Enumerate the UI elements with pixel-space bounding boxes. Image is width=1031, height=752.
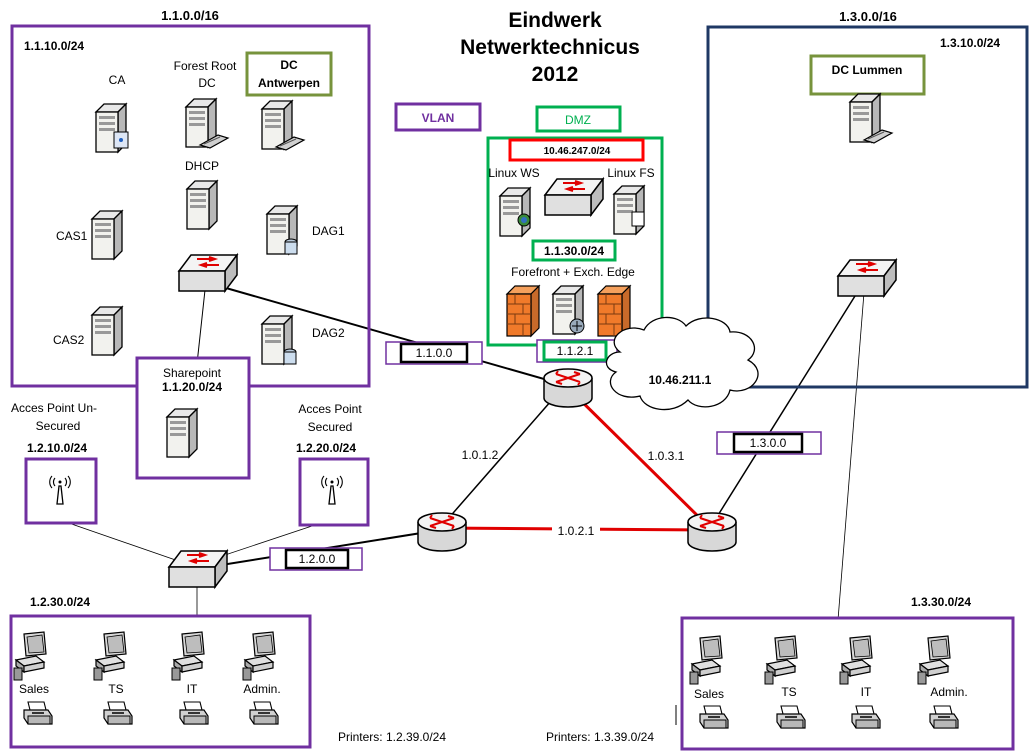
sharepoint-server-icon xyxy=(166,408,198,458)
linux-fs-label: Linux FS xyxy=(607,166,654,180)
dc-lummen-label: DC Lummen xyxy=(832,63,903,77)
vlan-tag-1-1-2-1: 1.1.2.1 xyxy=(536,339,618,363)
svg-text:1.3.0.0: 1.3.0.0 xyxy=(750,436,787,450)
legend-dmz-label: DMZ xyxy=(565,113,591,127)
client-label: TS xyxy=(781,685,796,699)
firewall-right-icon xyxy=(597,285,631,337)
forest-root-dc-label: DC xyxy=(198,76,216,90)
internet-cloud: 10.46.211.1 xyxy=(605,316,759,411)
sharepoint-label: Sharepoint xyxy=(163,366,222,380)
dmz-subnet-box xyxy=(531,239,617,262)
title-line-3: 2012 xyxy=(532,63,579,86)
client-label: IT xyxy=(187,682,198,696)
dmz-switch-icon xyxy=(544,178,604,216)
dmz-net-box xyxy=(508,138,645,162)
legend-vlan xyxy=(394,102,482,132)
legend-vlan-label: VLAN xyxy=(422,111,455,125)
vlan-tag-1-1-0-0: 1.1.0.0 xyxy=(385,341,483,365)
site3-printers-label: Printers: 1.3.39.0/24 xyxy=(546,730,654,744)
site3-router-icon xyxy=(687,512,737,552)
ca-server-icon xyxy=(95,103,129,153)
vlan-tag-1-3-0-0: 1.3.0.0 xyxy=(716,431,822,455)
ap-secured-net-label: 1.2.20.0/24 xyxy=(296,441,356,455)
cloud-label: 10.46.211.1 xyxy=(649,373,712,387)
ca-label: CA xyxy=(109,73,126,87)
dag1-label: DAG1 xyxy=(312,224,345,238)
linux-ws-label: Linux WS xyxy=(488,166,539,180)
ap-secured-label-1: Acces Point xyxy=(298,402,362,416)
client-label: TS xyxy=(108,682,123,696)
dc-antwerpen-label-1: DC xyxy=(280,58,298,72)
svg-text:1.1.2.1: 1.1.2.1 xyxy=(557,344,594,358)
legend: VLAN DMZ xyxy=(394,102,622,133)
site3-subnet-label: 1.3.10.0/24 xyxy=(940,36,1000,50)
title-line-1: Eindwerk xyxy=(508,9,602,32)
title-line-2: Netwerktechnicus xyxy=(460,36,640,59)
site-1-3-clients: 1.3.30.0/24 Sales TS IT Admin. Printers:… xyxy=(546,595,1015,751)
dc-antwerpen-server-icon xyxy=(261,100,305,151)
site-1-3: 1.3.0.0/16 1.3.10.0/24 DC Lummen xyxy=(706,9,1029,389)
ap-unsecured-net-label: 1.2.10.0/24 xyxy=(27,441,87,455)
site2-switch-icon xyxy=(168,550,228,588)
linux-ws-server-icon xyxy=(499,187,531,237)
site2-printers-label: Printers: 1.2.39.0/24 xyxy=(338,730,446,744)
dhcp-label: DHCP xyxy=(185,159,219,173)
linux-fs-server-icon xyxy=(613,185,645,235)
site2-clients-net-label: 1.2.30.0/24 xyxy=(30,595,90,609)
site3-box xyxy=(706,25,1029,389)
dhcp-server-icon xyxy=(186,180,218,230)
forefront-server-icon xyxy=(552,285,585,335)
dc-antwerpen-box xyxy=(245,51,333,97)
site3-net-label: 1.3.0.0/16 xyxy=(839,9,897,24)
core-router-icon xyxy=(543,368,593,408)
site-1-1: 1.1.0.0/16 1.1.10.0/24 CA Forest Root DC… xyxy=(10,8,371,480)
link-1-0-1-2: 1.0.1.2 xyxy=(462,448,499,462)
link-1-0-3-1: 1.0.3.1 xyxy=(648,449,685,463)
client-label: Sales xyxy=(694,687,724,701)
firewall-left-icon xyxy=(506,285,540,337)
cas2-server-icon xyxy=(91,306,123,356)
cas2-label: CAS2 xyxy=(53,333,85,347)
svg-text:1.1.0.0: 1.1.0.0 xyxy=(416,346,453,360)
site2-router-icon xyxy=(417,512,467,552)
dmz-net-label: 10.46.247.0/24 xyxy=(544,146,611,157)
ap-secured-label-2: Secured xyxy=(308,420,353,434)
cas1-label: CAS1 xyxy=(56,229,88,243)
site3-switch-icon xyxy=(837,259,897,297)
client-label: Admin. xyxy=(243,682,280,696)
client-label: IT xyxy=(861,685,872,699)
client-label: Admin. xyxy=(930,685,967,699)
forefront-label: Forefront + Exch. Edge xyxy=(511,265,635,279)
dmz-subnet-label: 1.1.30.0/24 xyxy=(544,244,604,258)
vlan-tag-1-2-0-0-label: 1.2.0.0 xyxy=(299,552,336,566)
diagram-title: Eindwerk Netwerktechnicus 2012 xyxy=(460,9,640,86)
dag2-label: DAG2 xyxy=(312,326,345,340)
sharepoint-net-label: 1.1.20.0/24 xyxy=(162,380,222,394)
site1-subnet-label: 1.1.10.0/24 xyxy=(24,39,84,53)
dmz-zone: 10.46.247.0/24 Linux WS Linux FS 1.1.30.… xyxy=(486,136,664,347)
site1-switch-icon xyxy=(178,254,238,292)
forest-root-label: Forest Root xyxy=(174,59,237,73)
ap-unsecured-label-2: Secured xyxy=(36,419,81,433)
ap-unsecured-label-1: Acces Point Un- xyxy=(11,401,97,415)
dag2-server-icon xyxy=(261,315,297,365)
dc-antwerpen-label-2: Antwerpen xyxy=(258,76,320,90)
link-1-0-2-1: 1.0.2.1 xyxy=(558,524,595,538)
cas1-server-icon xyxy=(91,210,123,260)
dag1-server-icon xyxy=(266,205,298,255)
dc-lummen-server-icon xyxy=(849,93,893,144)
forest-root-server-icon xyxy=(185,98,229,149)
site1-net-label: 1.1.0.0/16 xyxy=(161,8,219,23)
site-1-2: Acces Point Un- Secured 1.2.10.0/24 Acce… xyxy=(9,401,446,749)
site3-clients-net-label: 1.3.30.0/24 xyxy=(911,595,971,609)
client-label: Sales xyxy=(19,682,49,696)
legend-dmz xyxy=(535,105,622,133)
